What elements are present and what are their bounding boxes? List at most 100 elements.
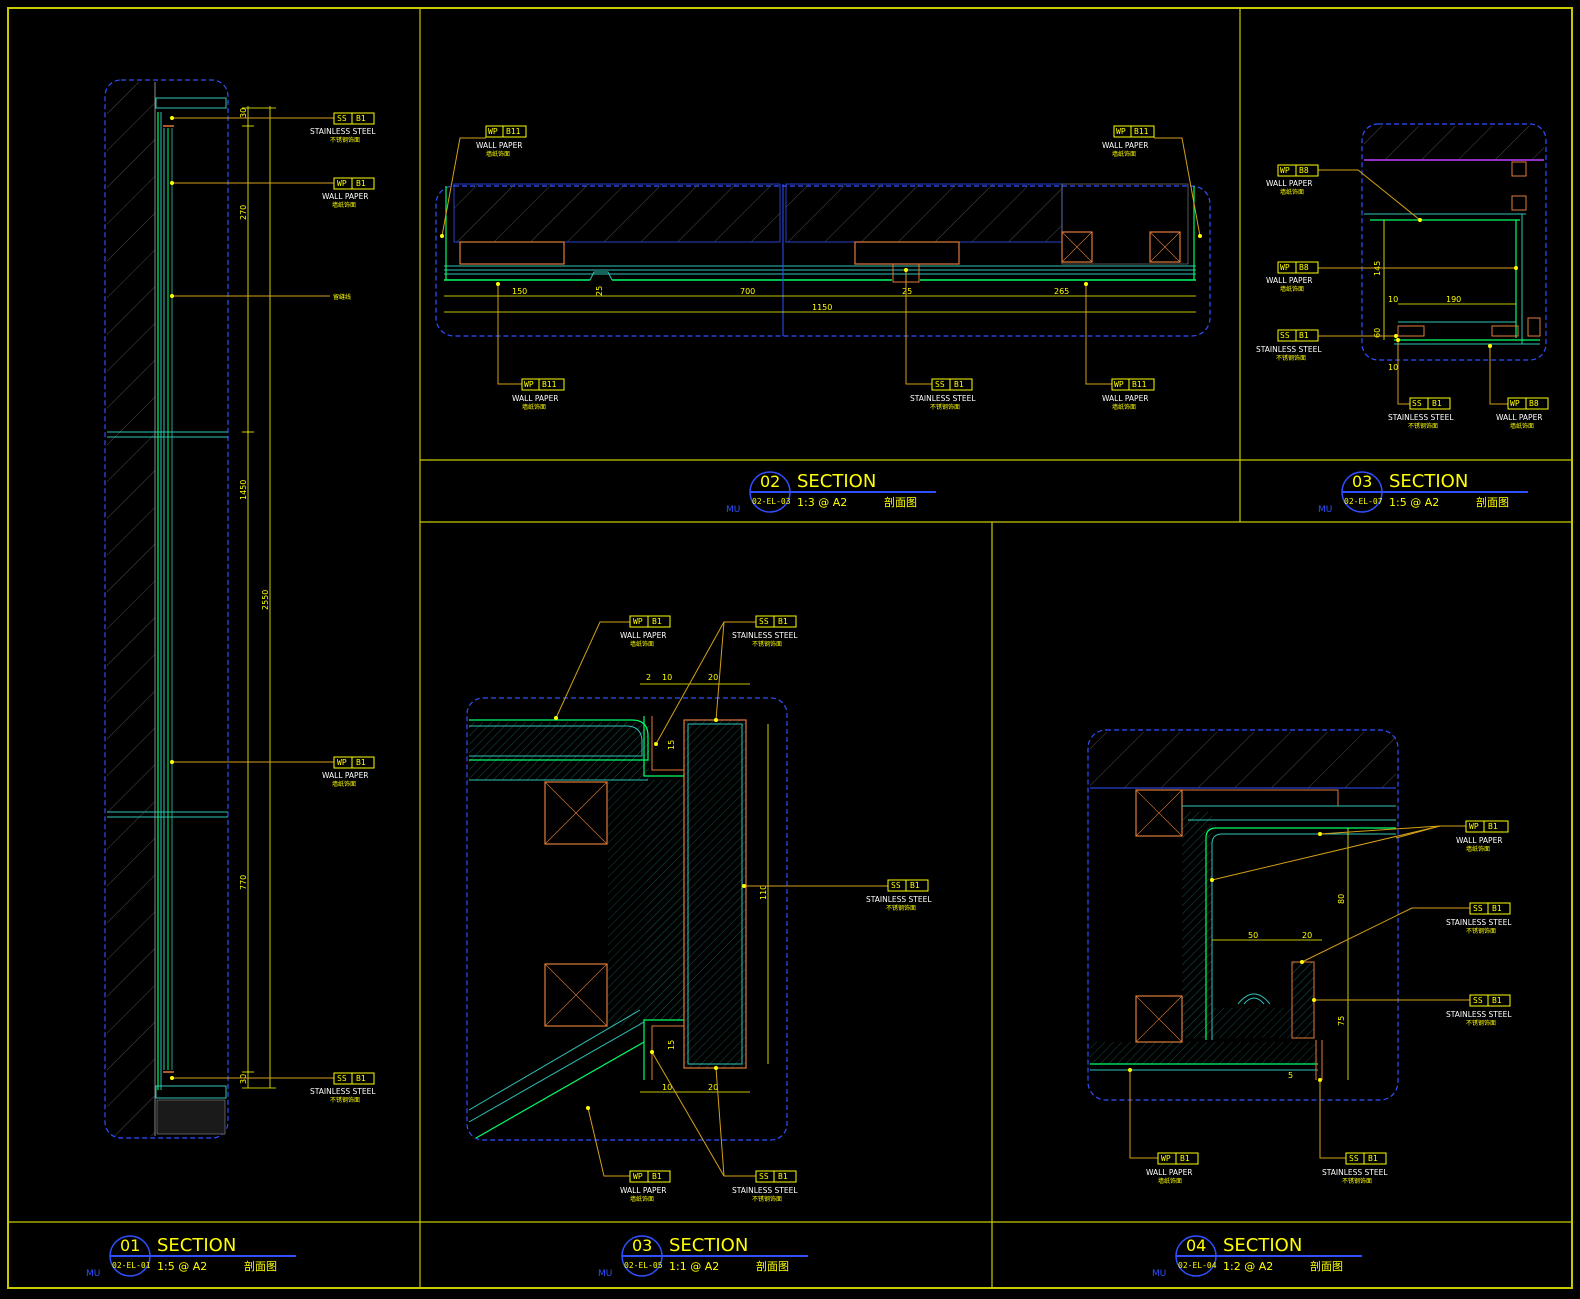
v04-dim-75: 75 bbox=[1337, 1016, 1346, 1026]
svg-text:SECTION: SECTION bbox=[1223, 1235, 1302, 1256]
svg-text:SECTION: SECTION bbox=[1389, 471, 1468, 492]
svg-text:B11: B11 bbox=[506, 127, 521, 136]
svg-text:03: 03 bbox=[632, 1236, 652, 1255]
v01-dim-ticks bbox=[242, 107, 276, 1089]
v04-dim-5: 5 bbox=[1288, 1071, 1293, 1080]
svg-text:SS: SS bbox=[337, 1074, 347, 1083]
v03b-dim-2: 2 bbox=[646, 673, 651, 682]
svg-text:WP: WP bbox=[1469, 822, 1479, 831]
svg-text:不锈钢饰面: 不锈钢饰面 bbox=[330, 1096, 360, 1104]
svg-text:B1: B1 bbox=[778, 1172, 788, 1181]
v01-dim-total: 2550 bbox=[261, 590, 270, 610]
svg-text:WALL PAPER: WALL PAPER bbox=[1266, 179, 1313, 188]
svg-text:墙纸饰面: 墙纸饰面 bbox=[332, 780, 356, 788]
v01-dim-upper: 270 bbox=[239, 205, 248, 220]
svg-text:1:5 @ A2: 1:5 @ A2 bbox=[1389, 496, 1439, 509]
svg-text:剖面图: 剖面图 bbox=[1476, 495, 1509, 509]
v01-dim-bottom: 30 bbox=[239, 1074, 248, 1084]
svg-text:STAINLESS STEEL: STAINLESS STEEL bbox=[310, 1087, 376, 1096]
svg-text:墙纸饰面: 墙纸饰面 bbox=[1112, 403, 1136, 411]
svg-text:04: 04 bbox=[1186, 1236, 1206, 1255]
svg-text:STAINLESS STEEL: STAINLESS STEEL bbox=[1322, 1168, 1388, 1177]
svg-text:B11: B11 bbox=[542, 380, 557, 389]
svg-text:墙纸饰面: 墙纸饰面 bbox=[630, 1195, 654, 1203]
v03b-dim-15-bottom: 15 bbox=[667, 1040, 676, 1050]
svg-text:01: 01 bbox=[120, 1236, 140, 1255]
v03b-dim-20-top: 20 bbox=[708, 673, 718, 682]
svg-text:WALL PAPER: WALL PAPER bbox=[1456, 836, 1503, 845]
svg-text:MU: MU bbox=[598, 1269, 612, 1279]
svg-text:WP: WP bbox=[633, 1172, 643, 1181]
svg-text:墙纸饰面: 墙纸饰面 bbox=[1158, 1177, 1182, 1185]
svg-text:B1: B1 bbox=[1488, 822, 1498, 831]
v02-dim-25-left: 25 bbox=[595, 286, 604, 296]
svg-text:WALL PAPER: WALL PAPER bbox=[1496, 413, 1543, 422]
title-block-03b: 03 02-EL-05 SECTION 1:1 @ A2 剖面图 MU bbox=[598, 1235, 808, 1279]
svg-text:不锈钢饰面: 不锈钢饰面 bbox=[930, 403, 960, 411]
v03b-dim-110: 110 bbox=[759, 885, 768, 900]
svg-text:WP: WP bbox=[1161, 1154, 1171, 1163]
svg-text:SS: SS bbox=[1349, 1154, 1359, 1163]
svg-text:STAINLESS STEEL: STAINLESS STEEL bbox=[866, 895, 932, 904]
svg-text:SECTION: SECTION bbox=[669, 1235, 748, 1256]
svg-text:STAINLESS STEEL: STAINLESS STEEL bbox=[910, 394, 976, 403]
svg-text:墙纸饰面: 墙纸饰面 bbox=[630, 640, 654, 648]
svg-text:WALL PAPER: WALL PAPER bbox=[322, 771, 369, 780]
svg-text:不锈钢饰面: 不锈钢饰面 bbox=[752, 640, 782, 648]
title-block-01: 01 02-EL-01 SECTION 1:5 @ A2 剖面图 MU bbox=[86, 1235, 296, 1279]
svg-text:B1: B1 bbox=[778, 617, 788, 626]
svg-text:B11: B11 bbox=[1132, 380, 1147, 389]
svg-text:B1: B1 bbox=[1180, 1154, 1190, 1163]
svg-text:WALL PAPER: WALL PAPER bbox=[1102, 141, 1149, 150]
svg-text:SECTION: SECTION bbox=[797, 471, 876, 492]
svg-text:SS: SS bbox=[1473, 996, 1483, 1005]
svg-text:B1: B1 bbox=[1492, 996, 1502, 1005]
svg-text:不锈钢饰面: 不锈钢饰面 bbox=[1466, 927, 1496, 935]
title-block-03a: 03 02-EL-07 SECTION 1:5 @ A2 剖面图 MU bbox=[1318, 471, 1528, 515]
svg-text:B8: B8 bbox=[1299, 263, 1309, 272]
svg-text:剖面图: 剖面图 bbox=[1310, 1259, 1343, 1273]
svg-text:WALL PAPER: WALL PAPER bbox=[476, 141, 523, 150]
v03b-dim-15-top: 15 bbox=[667, 740, 676, 750]
v02-dim-1150: 1150 bbox=[812, 303, 832, 312]
svg-text:SECTION: SECTION bbox=[157, 1235, 236, 1256]
svg-text:1:1 @ A2: 1:1 @ A2 bbox=[669, 1260, 719, 1273]
svg-text:STAINLESS STEEL: STAINLESS STEEL bbox=[732, 1186, 798, 1195]
svg-text:WP: WP bbox=[1280, 166, 1290, 175]
v01-dim-middle: 1450 bbox=[239, 480, 248, 500]
v01-dim-top: 30 bbox=[239, 108, 248, 118]
svg-text:STAINLESS STEEL: STAINLESS STEEL bbox=[1388, 413, 1454, 422]
svg-text:B1: B1 bbox=[652, 1172, 662, 1181]
svg-text:WP: WP bbox=[337, 179, 347, 188]
v03b-dim-10-top: 10 bbox=[662, 673, 672, 682]
v04-dim-80: 80 bbox=[1337, 894, 1346, 904]
v01-note-shadow-gap: 留缝线 bbox=[333, 293, 351, 301]
svg-text:B1: B1 bbox=[356, 114, 366, 123]
svg-text:墙纸饰面: 墙纸饰面 bbox=[1466, 845, 1490, 853]
v03a-dim-10-top: 10 bbox=[1388, 295, 1398, 304]
svg-text:MU: MU bbox=[726, 505, 740, 515]
svg-text:B1: B1 bbox=[356, 179, 366, 188]
svg-text:B1: B1 bbox=[1432, 399, 1442, 408]
svg-text:STAINLESS STEEL: STAINLESS STEEL bbox=[1446, 918, 1512, 927]
svg-text:墙纸饰面: 墙纸饰面 bbox=[1280, 285, 1304, 293]
svg-text:B1: B1 bbox=[356, 1074, 366, 1083]
svg-text:WP: WP bbox=[1114, 380, 1124, 389]
v02-dim-25-right: 25 bbox=[902, 287, 912, 296]
